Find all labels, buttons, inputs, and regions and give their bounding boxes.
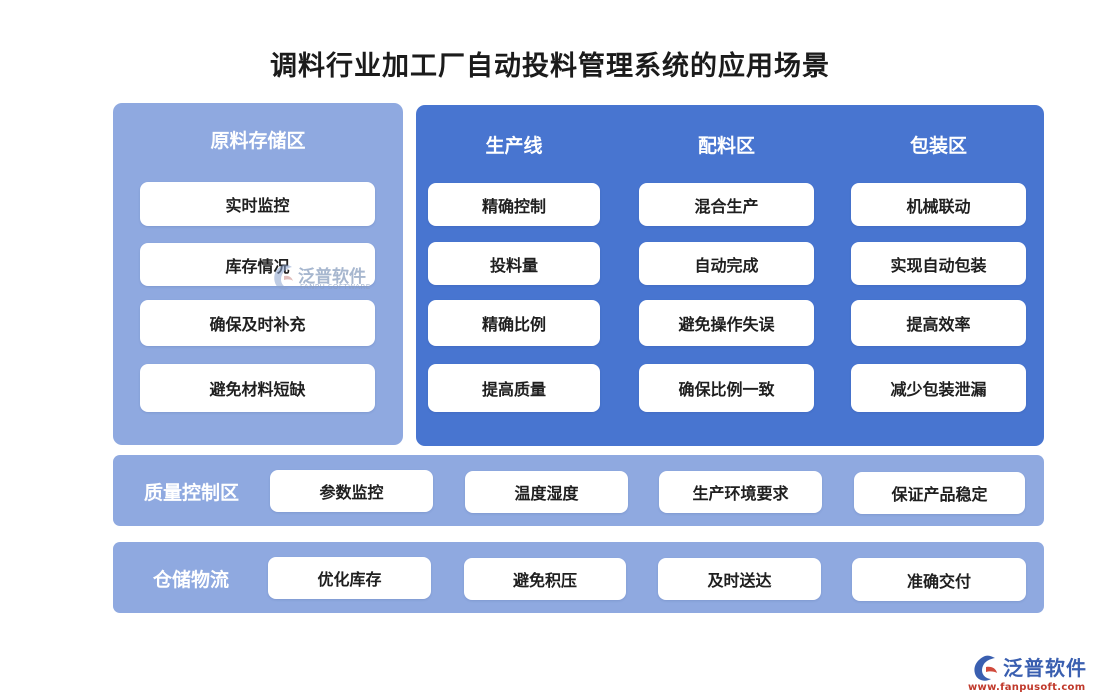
watermark-text: 泛普软件 bbox=[298, 267, 366, 287]
quality-item: 保证产品稳定 bbox=[854, 472, 1025, 514]
batching-item: 避免操作失误 bbox=[639, 300, 814, 346]
production-item: 精确控制 bbox=[428, 183, 600, 226]
packaging-item: 减少包装泄漏 bbox=[851, 364, 1026, 412]
watermark-logo-icon bbox=[274, 264, 293, 290]
storage-item: 确保及时补充 bbox=[140, 300, 375, 346]
packaging-item: 提高效率 bbox=[851, 300, 1026, 346]
production-header: 生产线 bbox=[485, 135, 543, 157]
brand-logo-icon bbox=[974, 655, 997, 681]
production-item: 投料量 bbox=[428, 242, 600, 285]
quality-item: 温度湿度 bbox=[465, 471, 628, 513]
storage-item: 避免材料短缺 bbox=[140, 364, 375, 412]
brand-name: 泛普软件 bbox=[1003, 656, 1087, 680]
logistics-item: 优化库存 bbox=[268, 557, 431, 599]
brand-url: www.fanpusoft.com bbox=[968, 682, 1086, 693]
page-title: 调料行业加工厂自动投料管理系统的应用场景 bbox=[270, 51, 830, 82]
packaging-header: 包装区 bbox=[909, 135, 967, 157]
logistics-item: 准确交付 bbox=[852, 558, 1026, 601]
storage-item: 库存情况 bbox=[140, 243, 375, 286]
batching-header: 配料区 bbox=[697, 135, 755, 157]
batching-item: 自动完成 bbox=[639, 242, 814, 285]
batching-item: 确保比例一致 bbox=[639, 364, 814, 412]
logistics-item: 避免积压 bbox=[464, 558, 626, 600]
logistics-label: 仓储物流 bbox=[153, 569, 230, 591]
storage-item: 实时监控 bbox=[140, 182, 375, 226]
watermark-subtext: FANPU SOFTWARE bbox=[300, 283, 371, 291]
quality-item: 参数监控 bbox=[270, 470, 433, 512]
batching-item: 混合生产 bbox=[639, 183, 814, 226]
logistics-item: 及时送达 bbox=[658, 558, 821, 600]
production-item: 提高质量 bbox=[428, 364, 600, 412]
packaging-item: 实现自动包装 bbox=[851, 242, 1026, 285]
storage-header: 原料存储区 bbox=[210, 130, 306, 152]
quality-label: 质量控制区 bbox=[144, 482, 240, 504]
production-item: 精确比例 bbox=[428, 300, 600, 346]
quality-item: 生产环境要求 bbox=[659, 471, 822, 513]
packaging-item: 机械联动 bbox=[851, 183, 1026, 226]
